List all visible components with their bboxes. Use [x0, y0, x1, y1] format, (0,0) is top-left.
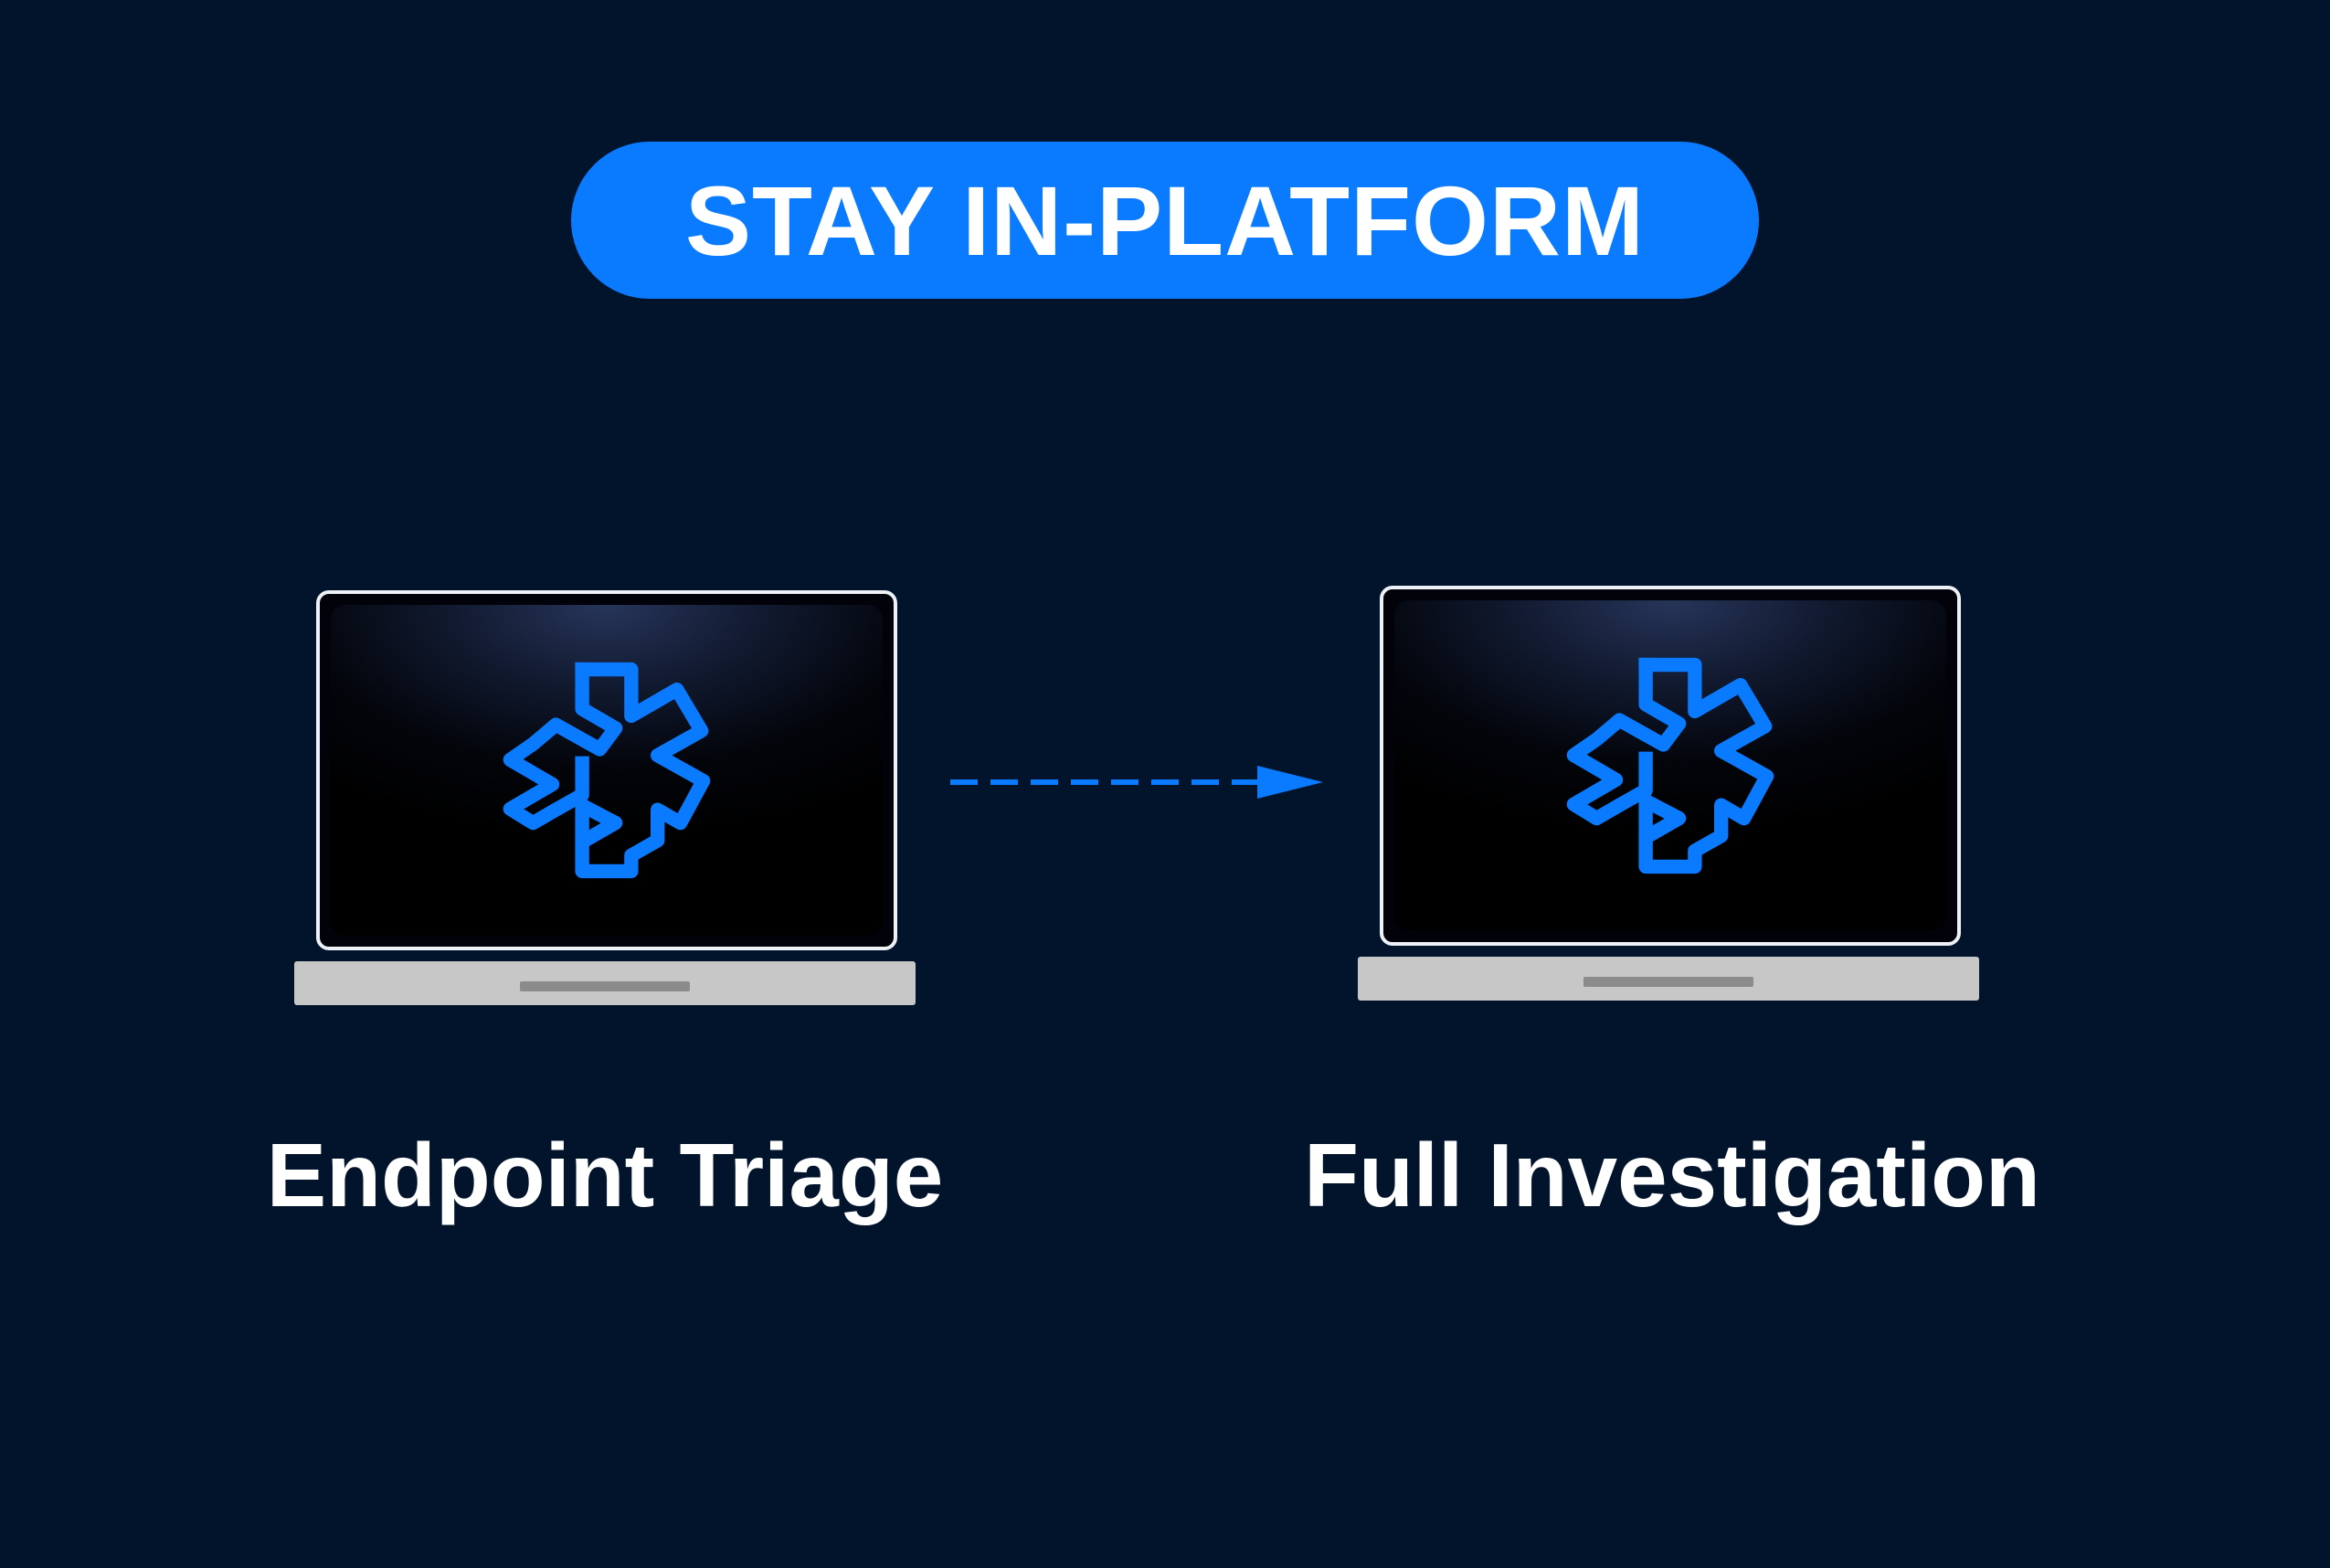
laptop-base-notch	[520, 981, 690, 991]
title-text: STAY IN-PLATFORM	[684, 164, 1645, 276]
caption-full-investigation: Full Investigation	[1304, 1125, 2040, 1225]
dashed-arrow-right-icon	[950, 766, 1323, 799]
laptop-base-notch	[1583, 977, 1753, 987]
screen-display	[1394, 600, 1946, 931]
laptop-base	[1358, 957, 1979, 1001]
laptop-base	[294, 961, 916, 1005]
laptop-screen	[1380, 586, 1961, 946]
screen-display	[331, 605, 883, 936]
laptop-screen	[316, 590, 897, 950]
caption-endpoint-triage: Endpoint Triage	[266, 1125, 944, 1225]
asterisk-shield-logo-icon	[503, 662, 711, 879]
laptop-full-investigation	[1358, 586, 1979, 1024]
title-banner: STAY IN-PLATFORM	[571, 142, 1759, 299]
asterisk-shield-logo-icon	[1566, 657, 1774, 874]
laptop-endpoint-triage	[294, 590, 916, 1029]
